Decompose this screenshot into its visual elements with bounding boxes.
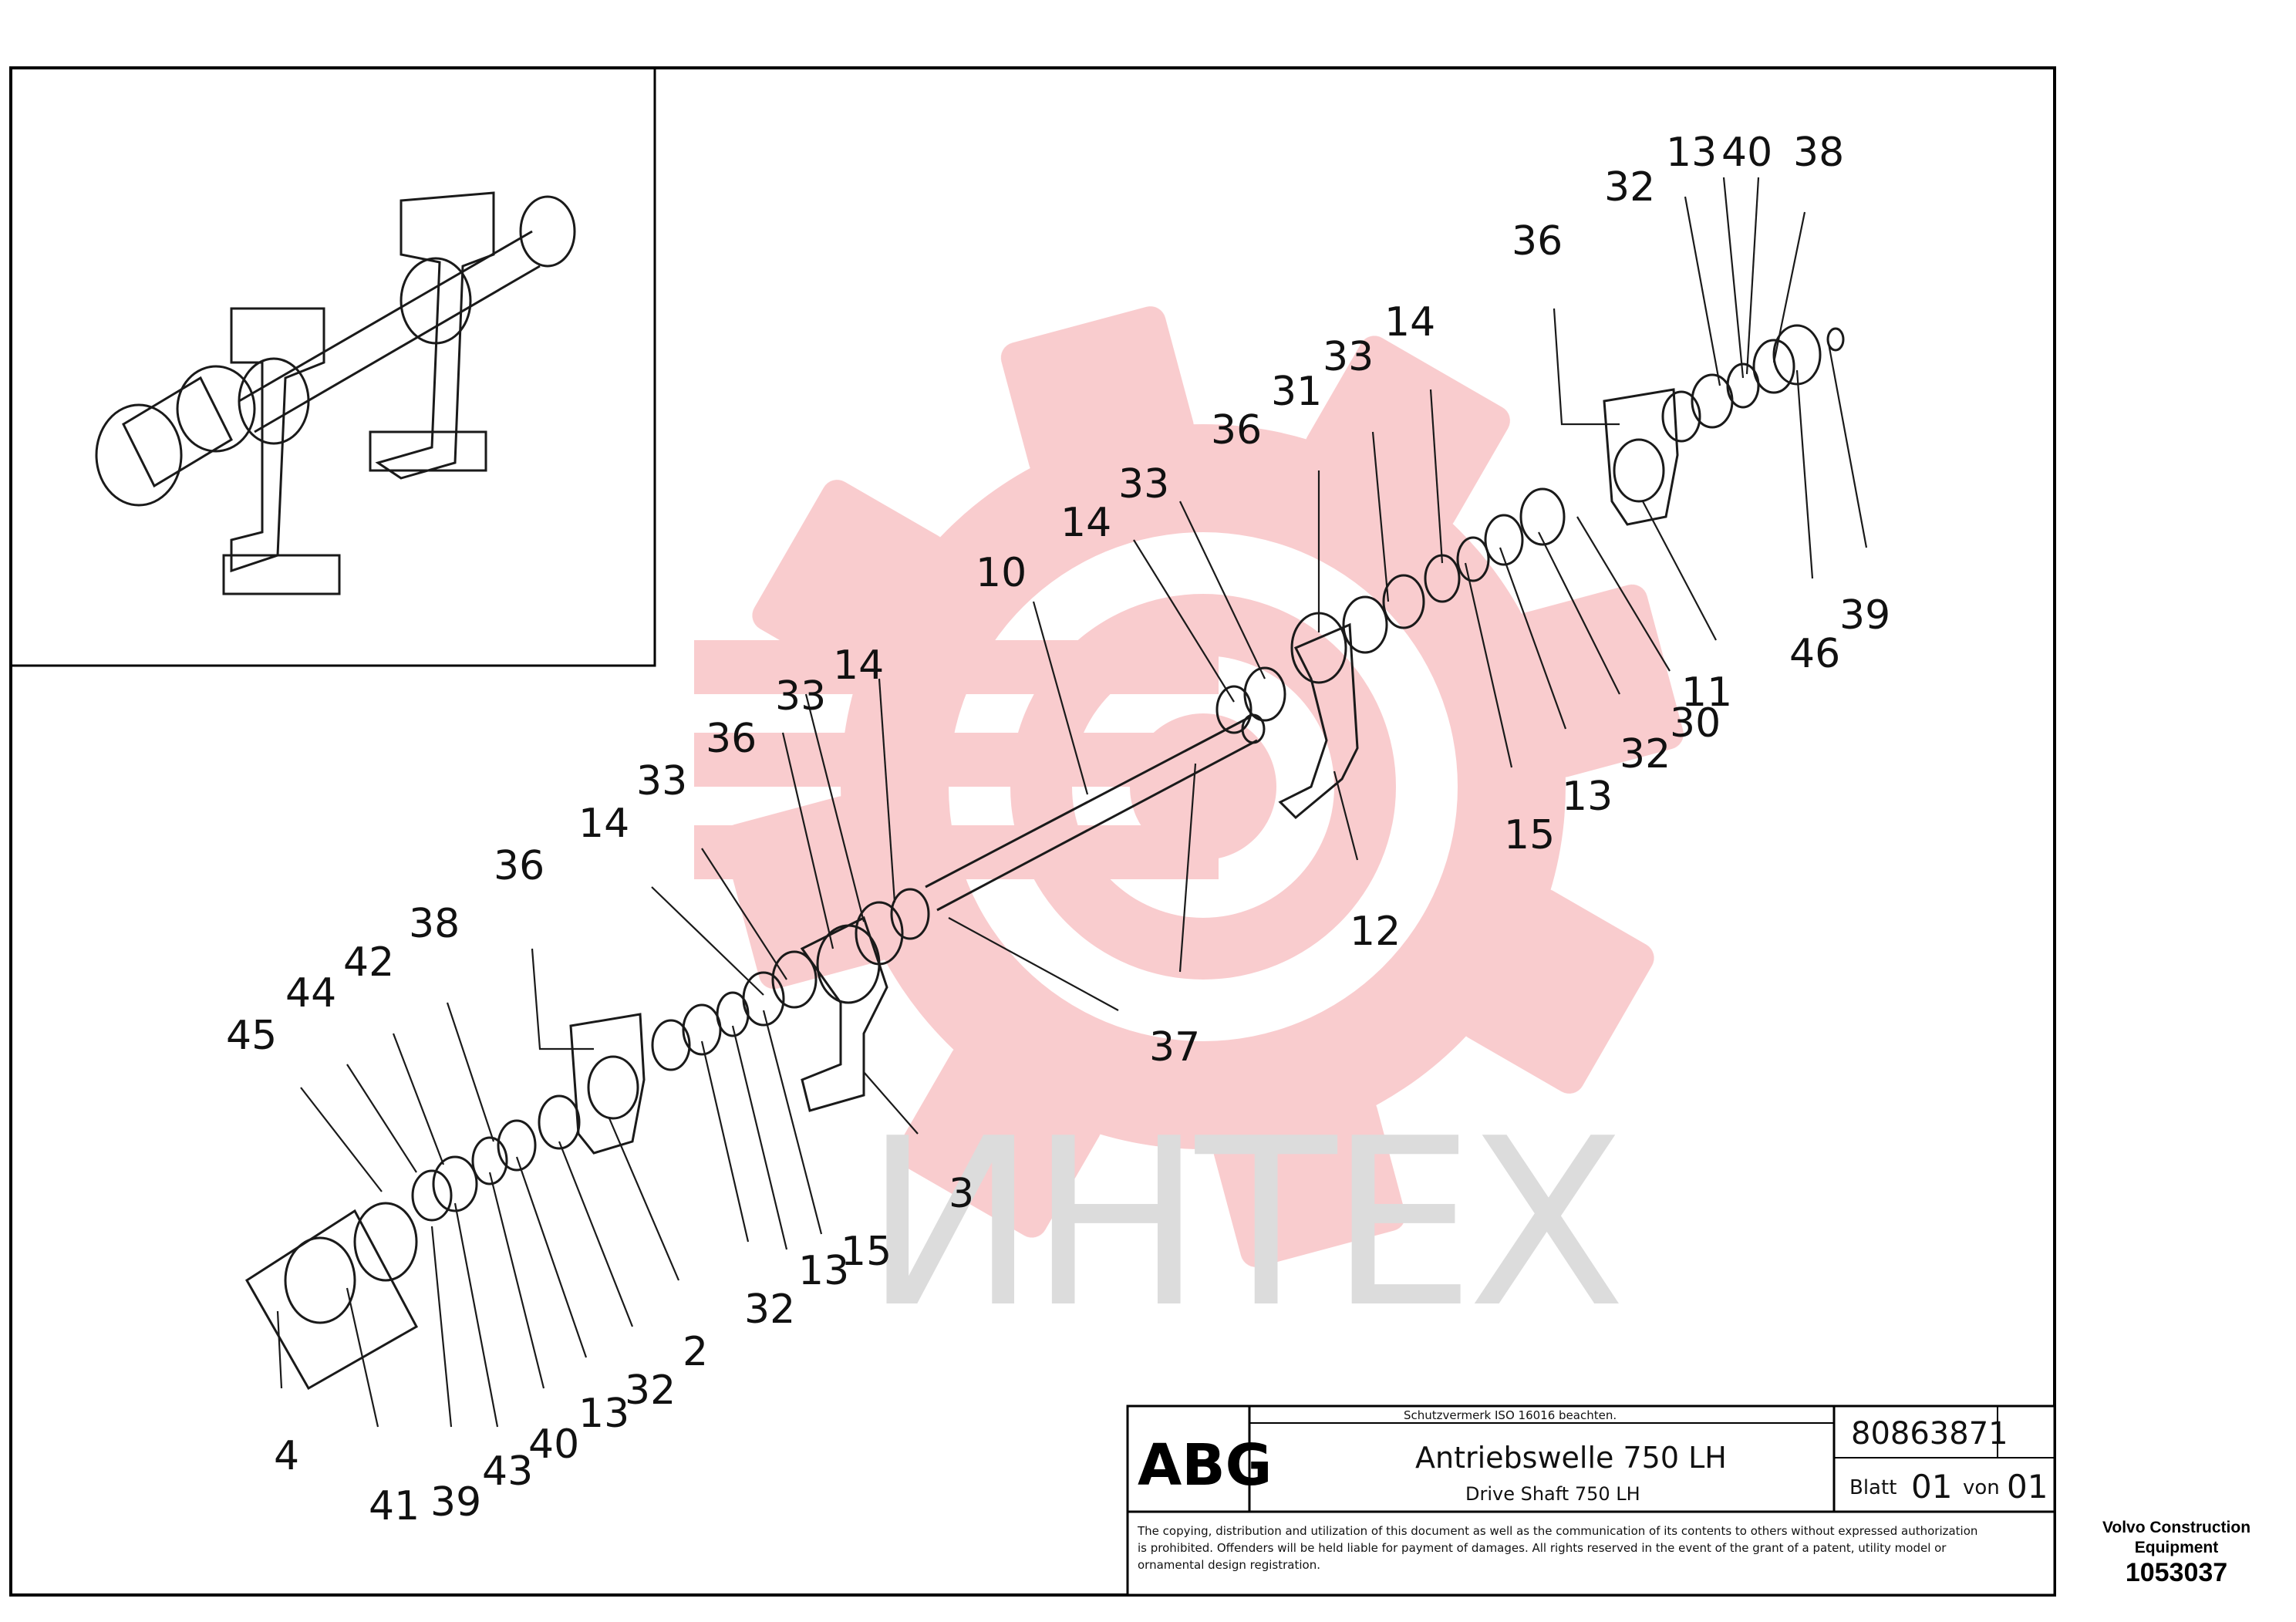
- exploded-parts: [244, 324, 1845, 1391]
- callout-39-right: 39: [1839, 592, 1890, 639]
- legal-notice-line-1: The copying, distribution and utilizatio…: [1137, 1524, 1977, 1538]
- watermark-text: ИНТЕХ: [864, 1089, 1620, 1358]
- of-value: 01: [2007, 1468, 2048, 1506]
- callout-30: 30: [1670, 700, 1721, 747]
- callout-33-left: 33: [636, 758, 687, 804]
- callout-38-top: 38: [1793, 130, 1844, 176]
- diagram-id-label: 1053037: [2125, 1558, 2228, 1587]
- callout-11: 11: [1681, 669, 1732, 716]
- callout-36-mid: 36: [1211, 407, 1262, 454]
- callout-46: 46: [1789, 631, 1840, 677]
- callout-labels: 13 40 38 32 36 14 33 31 36 33 14 10 14 3…: [226, 130, 1890, 1529]
- callout-36-right: 36: [1512, 218, 1563, 265]
- callout-36-left-upper: 36: [706, 716, 757, 762]
- legal-notice-line-2: is prohibited. Offenders will be held li…: [1138, 1541, 1947, 1555]
- callout-37: 37: [1149, 1024, 1200, 1071]
- callout-13-left: 13: [578, 1391, 629, 1437]
- callout-44: 44: [285, 970, 336, 1017]
- callout-33-right: 33: [1323, 334, 1374, 380]
- callout-12: 12: [1350, 909, 1401, 955]
- callout-45: 45: [226, 1013, 277, 1059]
- overview-assembly: [95, 191, 576, 595]
- sheet-label: Blatt: [1849, 1476, 1896, 1499]
- callout-10: 10: [976, 550, 1027, 596]
- callout-32-left: 32: [625, 1367, 676, 1414]
- callout-3: 3: [949, 1171, 974, 1217]
- callout-31: 31: [1271, 369, 1322, 415]
- trademark-note: Schutzvermerk ISO 16016 beachten.: [1404, 1408, 1617, 1422]
- drawing-border: [9, 66, 2056, 1597]
- callout-36-left: 36: [494, 843, 544, 889]
- callout-32-top: 32: [1604, 164, 1655, 211]
- manufacturer-label: Volvo Construction Equipment: [2102, 1519, 2251, 1556]
- callout-15-left: 15: [841, 1229, 892, 1275]
- callout-14-mid: 14: [1060, 500, 1111, 546]
- legal-notice-line-3: ornamental design registration.: [1138, 1558, 1320, 1572]
- callout-13-top: 13: [1666, 130, 1717, 176]
- callout-14-left: 14: [578, 801, 629, 847]
- callout-33-left-upper: 33: [775, 673, 826, 720]
- overview-inset-frame: [9, 66, 656, 667]
- callout-40-top: 40: [1721, 130, 1772, 176]
- callout-13-right: 13: [1562, 774, 1613, 820]
- title-english: Drive Shaft 750 LH: [1465, 1483, 1640, 1505]
- callout-43: 43: [482, 1448, 533, 1495]
- callout-14-left-upper: 14: [833, 642, 884, 689]
- callout-2: 2: [683, 1329, 708, 1375]
- callout-40-left: 40: [528, 1421, 579, 1468]
- callout-15-right: 15: [1504, 812, 1555, 858]
- watermark-gear: [694, 306, 1684, 1267]
- title-block: ABG Schutzvermerk ISO 16016 beachten. An…: [1126, 1404, 2056, 1597]
- callout-39-left: 39: [430, 1479, 481, 1526]
- callout-4: 4: [274, 1433, 299, 1479]
- callout-14-right: 14: [1384, 299, 1435, 346]
- callout-13-left-upper: 13: [798, 1248, 849, 1294]
- leader-lines: [276, 177, 1868, 1428]
- abg-logo: ABG: [1138, 1432, 1272, 1499]
- title-german: Antriebswelle 750 LH: [1415, 1441, 1727, 1475]
- drawing-number: 80863871: [1851, 1416, 2008, 1452]
- callout-42: 42: [343, 939, 394, 986]
- callout-32-left-upper: 32: [744, 1286, 795, 1333]
- callout-32-right: 32: [1620, 731, 1671, 777]
- callout-41: 41: [369, 1483, 420, 1529]
- of-label: von: [1963, 1476, 2000, 1499]
- sheet-value: 01: [1911, 1468, 1952, 1506]
- callout-33-mid: 33: [1118, 461, 1169, 508]
- callout-38-left: 38: [409, 901, 460, 947]
